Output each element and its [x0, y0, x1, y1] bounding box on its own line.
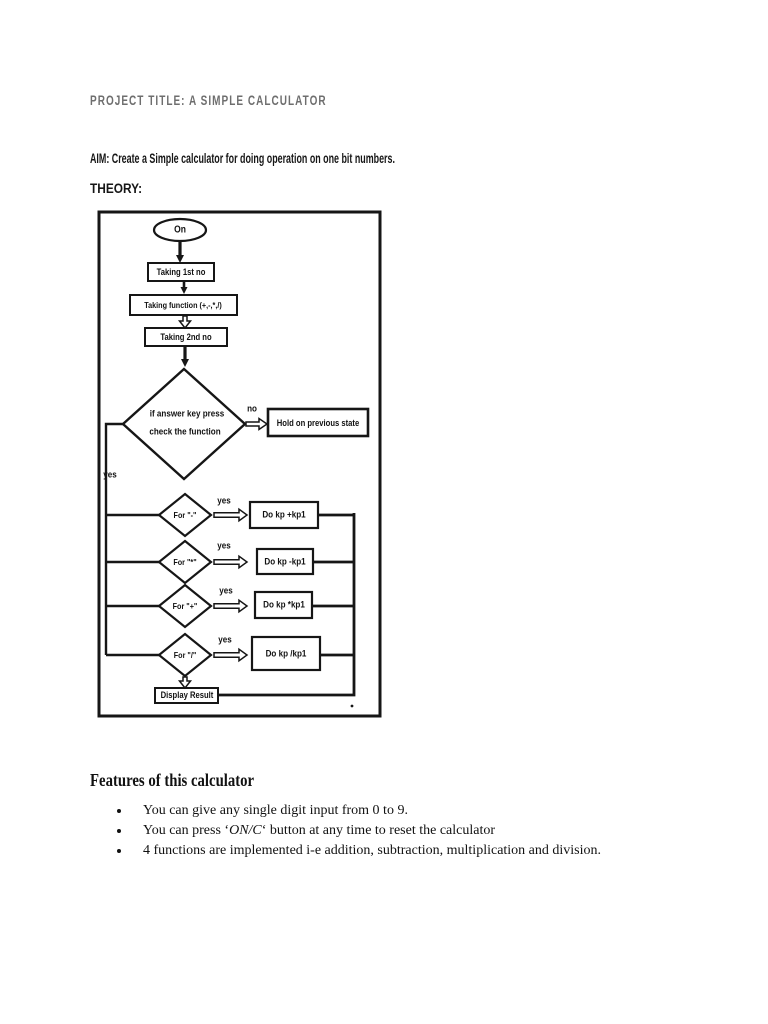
- theory-label: THEORY:: [90, 181, 143, 196]
- arrow-to-display: [177, 676, 193, 690]
- start-node-label: On: [174, 224, 186, 236]
- hold-box: [266, 407, 370, 438]
- decision-label-line1: if answer key press: [149, 408, 225, 420]
- yes-label-main: yes: [103, 469, 117, 481]
- hold-state-label: Hold on previous state: [276, 418, 360, 428]
- bullet-icon: [117, 829, 121, 833]
- list-item: You can press ‘ON/C‘ button at any time …: [117, 821, 601, 841]
- bullet-text: 4 functions are implemented i-e addition…: [143, 843, 602, 858]
- step-box-1: [147, 262, 215, 282]
- bullet-icon: [117, 809, 121, 813]
- features-list: You can give any single digit input from…: [117, 801, 601, 861]
- branch-diamond-3: [157, 583, 213, 629]
- branch-4-yes: yes: [218, 634, 232, 646]
- arrow-yes-1: [213, 507, 249, 523]
- connector-lines: [104, 241, 356, 697]
- flowchart-border: [97, 210, 382, 718]
- branch-3-action: Do kp *kp1: [263, 599, 305, 611]
- display-result-label: Display Result: [160, 690, 214, 700]
- bullet-text-prefix: You can press ‘: [143, 823, 230, 838]
- branch-4-condition: For "/": [173, 650, 197, 660]
- bullet-text: You can press ‘ON/C‘ button at any time …: [143, 823, 495, 839]
- stray-dot: [350, 704, 354, 708]
- list-item: You can give any single digit input from…: [117, 801, 601, 821]
- bullet-text: You can give any single digit input from…: [143, 803, 408, 818]
- branch-4-action: Do kp /kp1: [265, 648, 307, 660]
- flowchart-diagram: [97, 210, 382, 718]
- features-heading: Features of this calculator: [90, 770, 255, 790]
- aim-text: AIM: Create a Simple calculator for doin…: [90, 151, 395, 166]
- step-1-label: Taking 1st no: [156, 267, 206, 277]
- solid-arrowheads: [176, 255, 354, 708]
- branch-3-condition: For "+": [172, 601, 198, 611]
- bullet-icon: [117, 849, 121, 853]
- arrow-step2-step3: [177, 315, 193, 330]
- arrow-no: [245, 417, 269, 431]
- arrow-yes-3: [213, 598, 249, 614]
- action-box-4: [250, 635, 322, 672]
- hollow-arrows: [177, 315, 269, 690]
- branch-2-yes: yes: [217, 540, 231, 552]
- branch-3-yes: yes: [219, 585, 233, 597]
- branch-diamond-2: [157, 539, 213, 585]
- page-title: PROJECT TITLE: A SIMPLE CALCULATOR: [90, 93, 327, 108]
- branch-2-action: Do kp -kp1: [264, 556, 306, 568]
- step-2-label: Taking function (+,-,*,/): [144, 300, 222, 310]
- step-box-2: [129, 294, 238, 316]
- branch-2-condition: For "*": [173, 557, 197, 567]
- branch-1-yes: yes: [217, 495, 231, 507]
- branch-1-condition: For "-": [173, 510, 197, 520]
- arrow-yes-4: [213, 647, 249, 663]
- branch-diamond-1: [157, 492, 213, 538]
- bullet-text-emphasis: ON/C: [229, 823, 262, 838]
- branch-diamond-4: [157, 632, 213, 678]
- decision-label-line2: check the function: [149, 426, 221, 438]
- decision-diamond: [121, 367, 247, 481]
- no-label: no: [247, 403, 257, 415]
- list-item: 4 functions are implemented i-e addition…: [117, 841, 601, 861]
- branch-1-action: Do kp +kp1: [262, 509, 306, 521]
- bullet-text-suffix: ‘ button at any time to reset the calcul…: [261, 823, 496, 838]
- arrow-yes-2: [213, 554, 249, 570]
- step-3-label: Taking 2nd no: [160, 332, 212, 342]
